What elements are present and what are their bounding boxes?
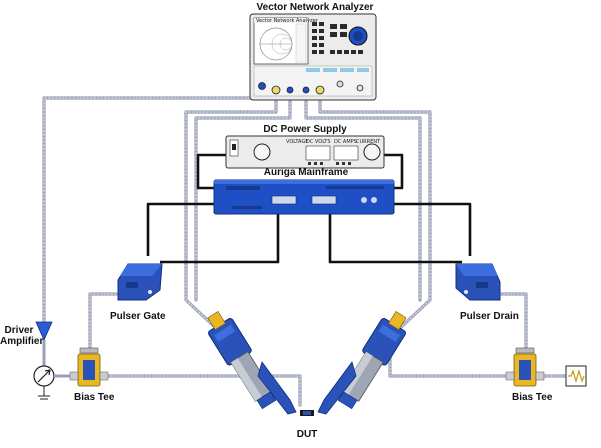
dc-cable-supply-left (196, 153, 226, 190)
probe-left (207, 311, 297, 415)
auriga-mainframe (213, 179, 395, 215)
dut-label: DUT (296, 429, 318, 440)
dc-amps-label: DC AMPS (334, 139, 357, 145)
vna-title: Vector Network Analyzer (256, 2, 374, 13)
driver-label-line1: Driver (4, 325, 34, 336)
mainframe-title: Auriga Mainframe (263, 167, 349, 178)
vna-keypad (312, 22, 363, 54)
dut-chip-icon (300, 410, 314, 416)
bias-tee-right-label: Bias Tee (512, 392, 553, 403)
amps-display (333, 145, 359, 161)
dc-cable-mainframe-bus-left (160, 210, 280, 264)
voltage-label: VOLTAGE (286, 139, 308, 145)
dc-cable-supply-right (384, 153, 404, 190)
dc-cable-mainframe-bus-right (328, 210, 462, 264)
pulser-drain-unit (455, 263, 501, 301)
rf-cable-pulser-drain-to-bias-tee (498, 292, 528, 352)
dc-cable-mainframe-to-drain (394, 202, 472, 256)
bias-tee-left-icon (69, 347, 109, 387)
vna-screen-header: Vector Network Analyzer (256, 18, 319, 24)
bias-tee-left-label: Bias Tee (74, 392, 115, 403)
vna-instrument: Vector Network Analyzer (249, 13, 377, 101)
bias-tee-right-icon (505, 347, 545, 387)
dc-volts-label: DC VOLTS (306, 139, 331, 145)
vna-ports (258, 80, 364, 95)
probe-right (317, 311, 407, 415)
dc-cable-mainframe-to-gate (146, 202, 216, 256)
rf-cable-bias-tee-right-to-probe (388, 350, 512, 378)
dc-power-supply: VOLTAGE DC VOLTS DC AMPS CURRENT (225, 135, 385, 169)
current-knob-icon (363, 143, 381, 161)
dc-cables (146, 153, 472, 264)
pulser-drain-label: Pulser Drain (460, 311, 519, 322)
driver-label-line2: Amplifier (0, 336, 44, 347)
load-resistor-icon (565, 365, 587, 387)
volts-display (305, 145, 331, 161)
voltage-knob-icon (253, 143, 271, 161)
rf-cable-pulser-gate-to-bias-tee (88, 292, 118, 352)
rf-cables (42, 84, 568, 407)
pulser-gate-label: Pulser Gate (110, 311, 166, 322)
pulser-gate-unit (117, 263, 163, 301)
current-label: CURRENT (356, 139, 381, 145)
driver-amplifier-icon (35, 321, 53, 366)
signal-source-icon (33, 365, 78, 400)
dc-supply-title: DC Power Supply (263, 124, 347, 135)
